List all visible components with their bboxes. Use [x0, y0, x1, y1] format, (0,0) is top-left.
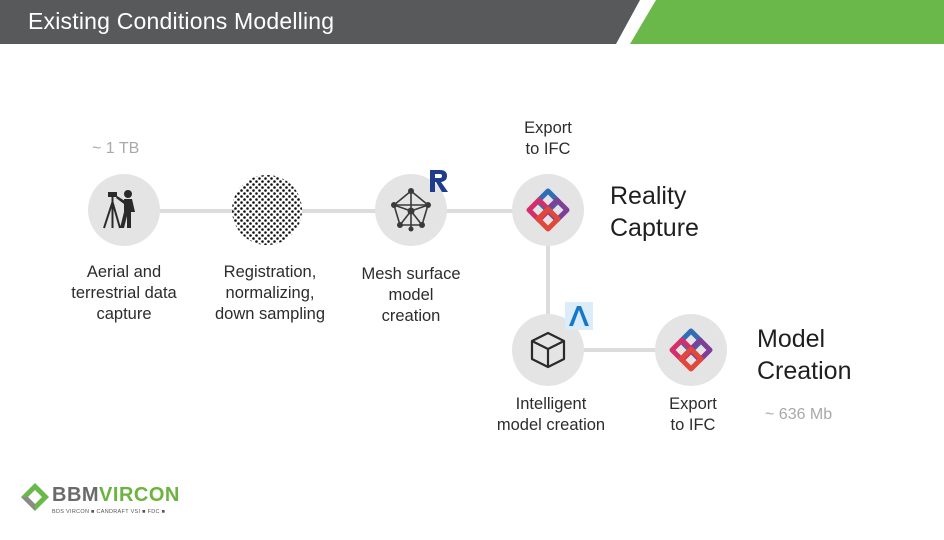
stage-title-line: Model: [757, 325, 826, 353]
capture-label-line: terrestrial data: [71, 284, 177, 302]
company-logo: BBMVIRCON BDS VIRCON ■ CANDRAFT VSI ■ FD…: [20, 480, 180, 524]
mesh-label: Mesh surface model creation: [341, 264, 481, 327]
intelligent-model-node: [512, 314, 584, 386]
export-ifc-label-1: Export to IFC: [498, 118, 598, 160]
output-size-label: ~ 636 Mb: [765, 406, 833, 423]
intelligent-label: Intelligent model creation: [476, 394, 626, 436]
capture-label: Aerial and terrestrial data capture: [54, 262, 194, 325]
capture-node: [88, 174, 160, 246]
cube-icon: [530, 331, 566, 369]
mesh-label-line: creation: [381, 307, 441, 325]
model-creation-title: Model Creation: [757, 323, 852, 387]
export-ifc-label-line: Export: [524, 119, 572, 137]
capture-label-line: Aerial and: [86, 263, 162, 281]
registration-node: [231, 174, 303, 246]
logo-wordmark-part: VIRCON: [99, 484, 180, 506]
header-bar: Existing Conditions Modelling: [0, 0, 944, 44]
registration-label-line: normalizing,: [225, 284, 315, 302]
export-ifc-label-2: Export to IFC: [643, 394, 743, 436]
stage-title-line: Reality: [610, 182, 687, 210]
export-ifc-label-line: to IFC: [525, 140, 571, 158]
ifc-logo-icon: [526, 188, 570, 232]
export-ifc-node-2: [655, 314, 727, 386]
page-title: Existing Conditions Modelling: [28, 8, 335, 34]
ifc-logo-icon: [669, 328, 713, 372]
registration-label: Registration, normalizing, down sampling: [200, 262, 340, 325]
mesh-network-icon: [391, 188, 431, 232]
connector-capture-registration: [160, 209, 235, 213]
logo-wordmark-part: BBM: [52, 484, 100, 506]
mesh-label-line: model: [388, 286, 434, 304]
connector-export-intelligent: [546, 245, 550, 315]
revit-app-icon: [430, 170, 448, 192]
logo-subline: BDS VIRCON ■ CANDRAFT VSI ■ FDC ■: [52, 509, 166, 515]
intelligent-label-line: model creation: [496, 416, 606, 434]
reality-capture-title: Reality Capture: [610, 180, 699, 244]
point-cloud-icon: [232, 175, 302, 245]
capture-label-line: capture: [96, 305, 152, 323]
logo-wordmark: BBMVIRCON: [52, 484, 180, 507]
mesh-label-line: Mesh surface: [361, 265, 461, 283]
export-ifc-node-1: [512, 174, 584, 246]
intelligent-label-line: Intelligent: [515, 395, 587, 413]
header-background: [0, 0, 944, 44]
connector-registration-mesh: [302, 209, 376, 213]
stage-title-line: Creation: [757, 357, 852, 385]
stage-title-line: Capture: [610, 214, 699, 242]
connector-mesh-export: [446, 209, 514, 213]
surveyor-tripod-icon: [103, 190, 135, 229]
mesh-node: [375, 174, 447, 246]
registration-label-line: down sampling: [214, 305, 326, 323]
input-size-label: ~ 1 TB: [92, 140, 140, 157]
diamond-logo-icon: [21, 483, 49, 511]
connector-intelligent-export: [584, 348, 656, 352]
modeling-app-icon: [565, 302, 593, 330]
registration-label-line: Registration,: [223, 263, 317, 281]
export-ifc-label-line: to IFC: [670, 416, 716, 434]
export-ifc-label-line: Export: [669, 395, 717, 413]
